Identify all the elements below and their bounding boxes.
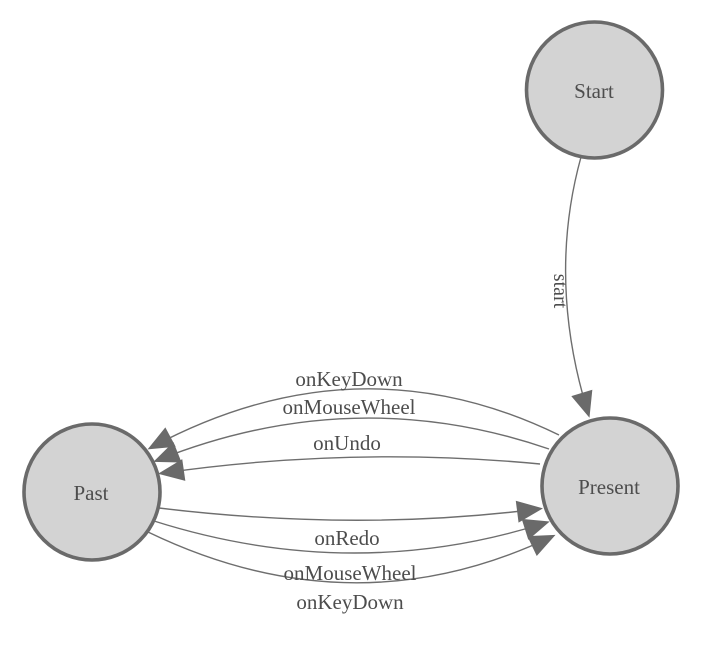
- edge-onmousewheel-present-to-past: [153, 417, 550, 463]
- edge-start-label: start: [549, 274, 571, 309]
- edge-start-to-present: [564, 156, 593, 418]
- node-start[interactable]: [524, 20, 665, 160]
- edge-onkeydown-present-to-past: [147, 388, 560, 450]
- edge-onredo-label: onRedo: [314, 526, 379, 550]
- edge-onkeydown-to-present-label: onKeyDown: [296, 590, 404, 614]
- node-past[interactable]: [22, 422, 162, 562]
- edge-onkeydown-past-to-present: [147, 531, 556, 584]
- edge-onundo-present-to-past: [158, 456, 541, 481]
- node-present[interactable]: [540, 416, 680, 556]
- edge-onmousewheel-to-past-label: onMouseWheel: [283, 395, 416, 419]
- edge-onredo-past-to-present: [158, 500, 543, 523]
- edge-onundo-label: onUndo: [313, 431, 381, 455]
- edge-onmousewheel-to-present-label: onMouseWheel: [284, 561, 417, 585]
- edge-onmousewheel-past-to-present: [153, 518, 550, 554]
- edge-onkeydown-to-past-label: onKeyDown: [295, 367, 403, 391]
